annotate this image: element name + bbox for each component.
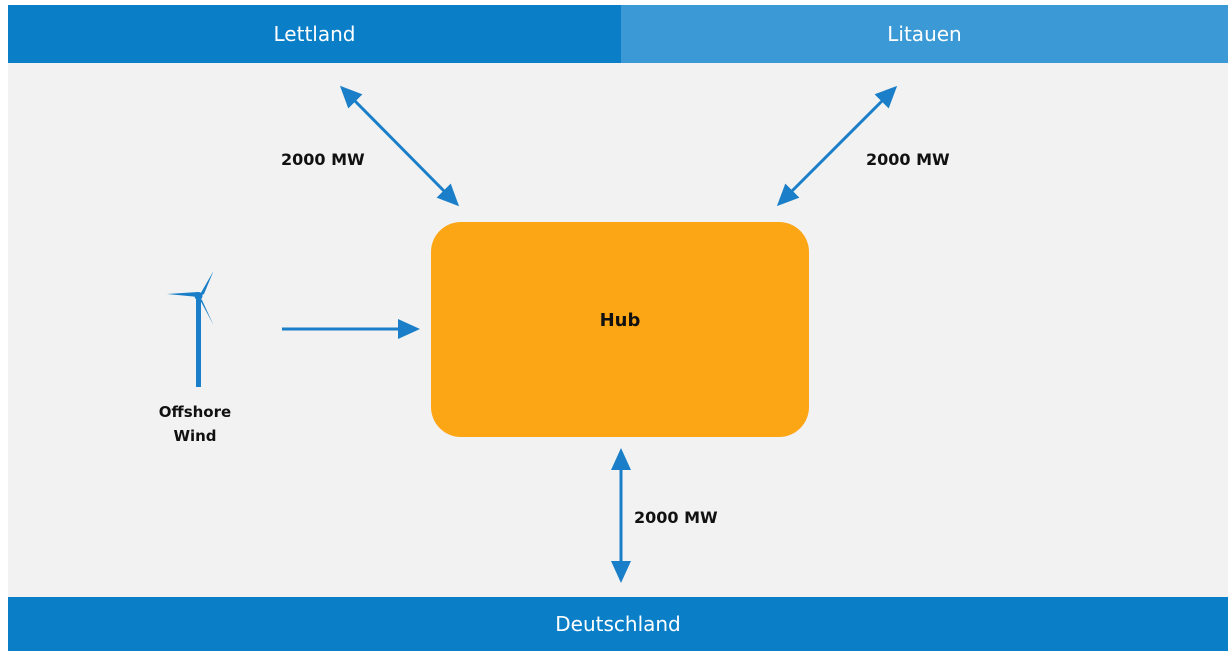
- region-litauen-label: Litauen: [887, 22, 962, 46]
- region-deutschland-label: Deutschland: [555, 612, 681, 636]
- hub-box: Hub: [431, 222, 809, 437]
- wind-turbine-icon: [167, 271, 214, 387]
- capacity-label-lettland: 2000 MW: [281, 150, 365, 169]
- region-deutschland: Deutschland: [8, 597, 1228, 651]
- hub-label: Hub: [599, 310, 641, 331]
- offshore-wind-label-line2: Wind: [173, 427, 217, 445]
- region-lettland-label: Lettland: [273, 22, 356, 46]
- capacity-label-litauen: 2000 MW: [866, 150, 950, 169]
- arrow-litauen-hub: [776, 85, 898, 207]
- region-litauen: Litauen: [621, 5, 1228, 63]
- offshore-wind-label: Offshore Wind: [140, 400, 250, 448]
- arrow-lettland-hub: [339, 85, 460, 207]
- capacity-label-deutschland: 2000 MW: [634, 508, 718, 527]
- offshore-wind-label-line1: Offshore: [158, 403, 232, 421]
- region-lettland: Lettland: [8, 5, 621, 63]
